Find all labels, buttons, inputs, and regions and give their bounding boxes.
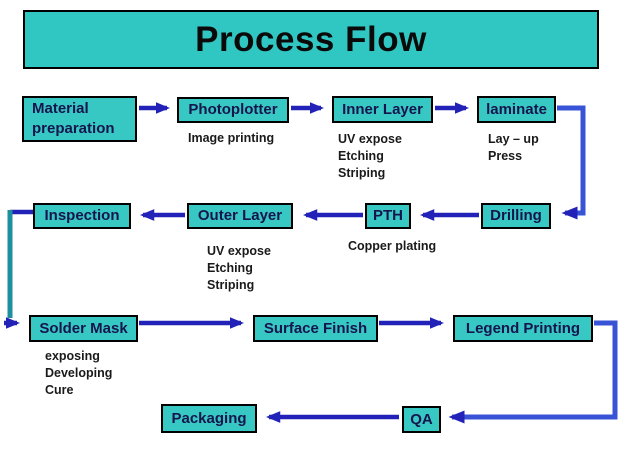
page-title: Process Flow: [195, 19, 427, 59]
node-inspection: Inspection: [33, 203, 131, 229]
connector-laminate-to-drilling: [557, 105, 586, 220]
node-surface-finish: Surface Finish: [253, 315, 378, 342]
node-inner-layer: Inner Layer: [332, 96, 433, 123]
node-solder-mask: Solder Mask: [29, 315, 138, 342]
node-material-preparation: Material preparation: [22, 96, 137, 142]
note-solder-mask: exposing Developing Cure: [45, 349, 113, 397]
node-qa: QA: [402, 406, 441, 433]
note-outer-layer: UV expose Etching Striping: [207, 244, 271, 292]
node-outer-layer: Outer Layer: [187, 203, 293, 229]
title-banner: Process Flow: [23, 10, 599, 69]
note-laminate: Lay – up Press: [488, 132, 539, 163]
node-photoplotter: Photoplotter: [177, 97, 289, 123]
node-pth: PTH: [365, 203, 411, 229]
node-legend-printing: Legend Printing: [453, 315, 593, 342]
node-laminate: laminate: [477, 96, 556, 123]
node-drilling: Drilling: [481, 203, 551, 229]
note-inner-layer: UV expose Etching Striping: [338, 132, 402, 180]
note-photoplotter: Image printing: [188, 131, 275, 145]
node-packaging: Packaging: [161, 404, 257, 433]
note-pth: Copper plating: [348, 239, 437, 253]
